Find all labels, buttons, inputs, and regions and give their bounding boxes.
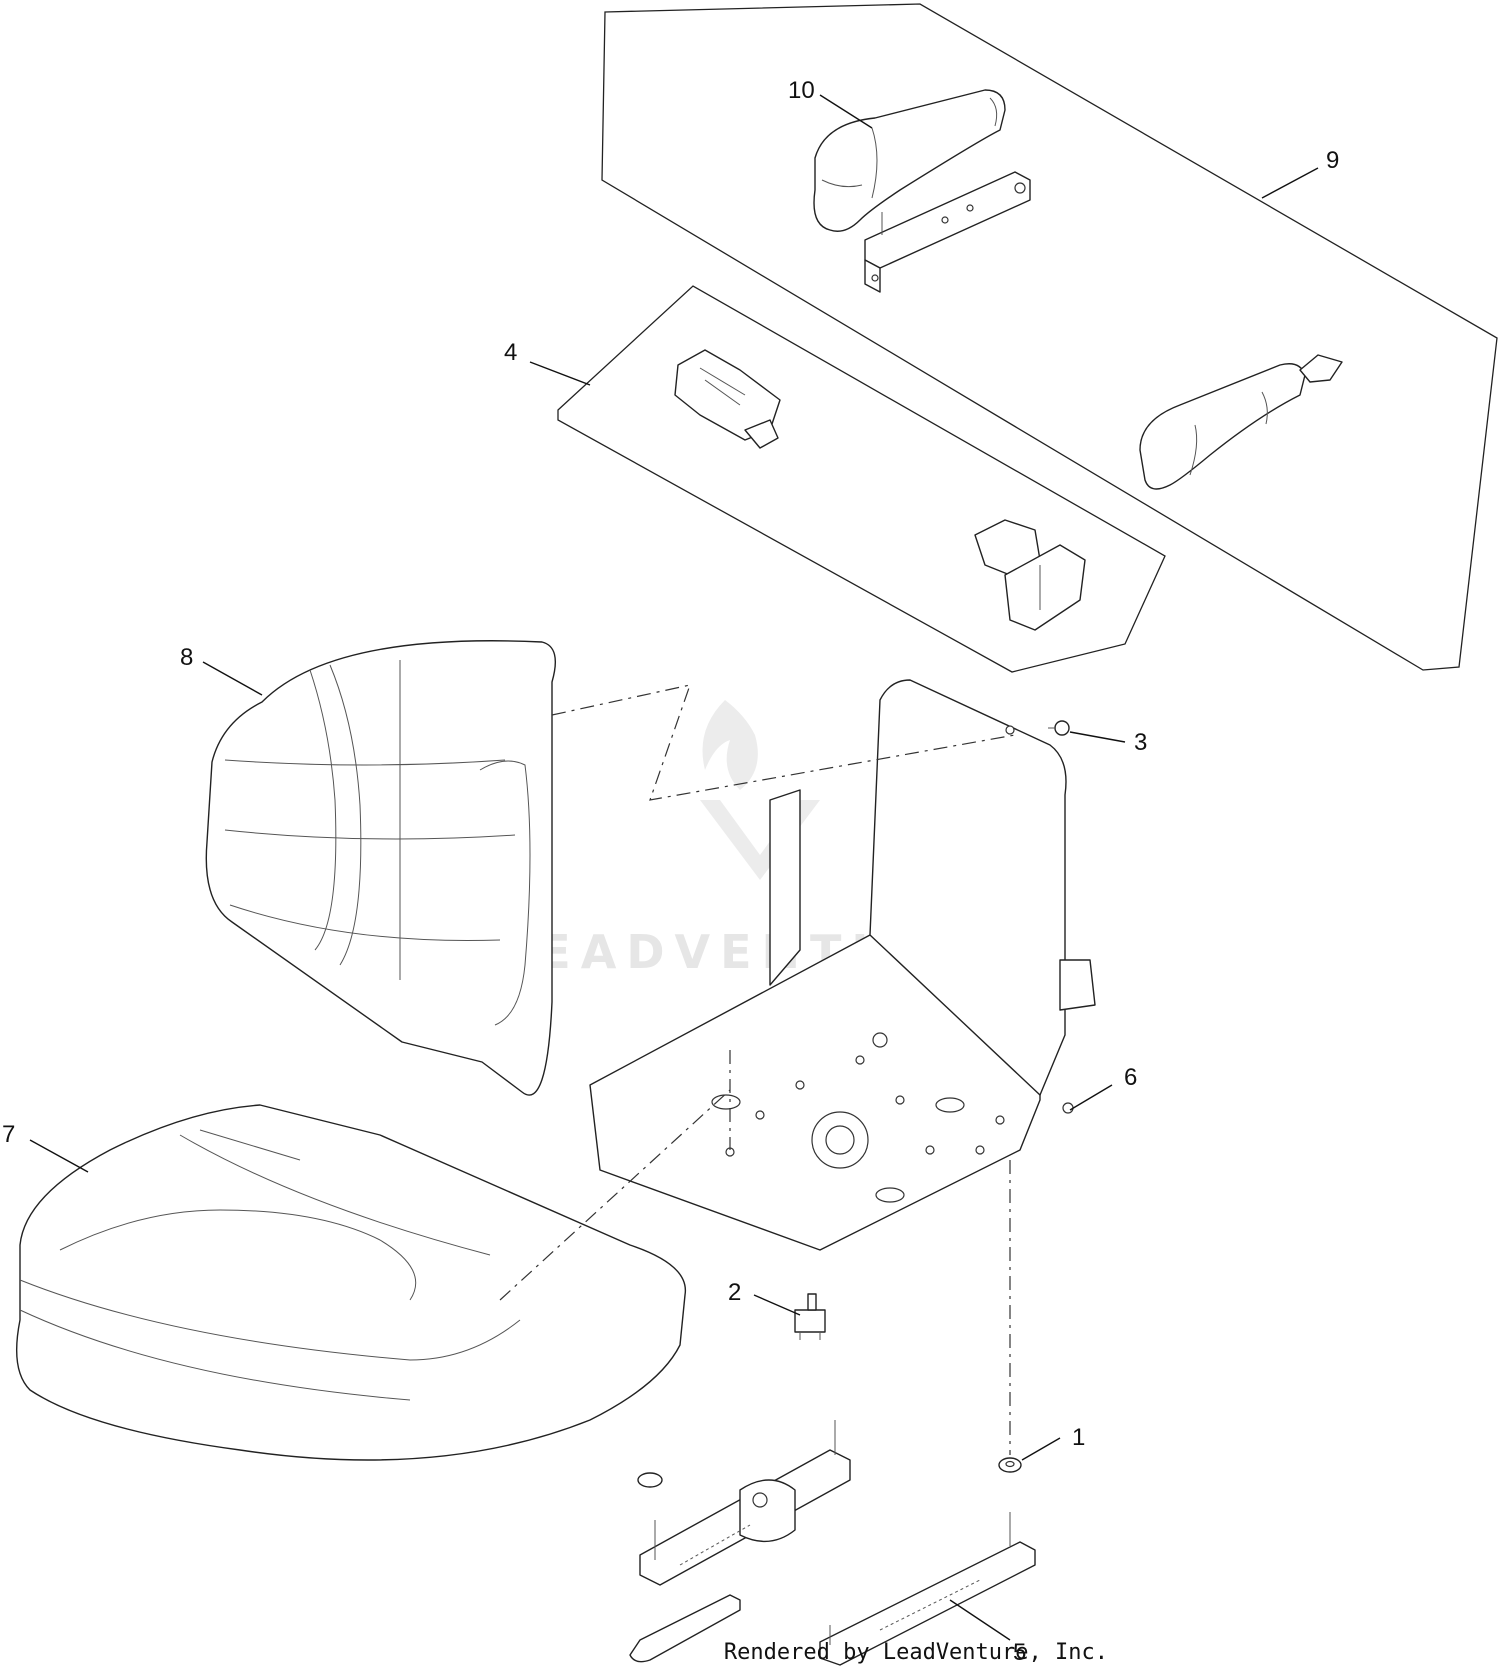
leader-4 (529, 361, 591, 386)
armrest-kit-boundary (601, 3, 1498, 671)
assembly-line-cushion (499, 1089, 731, 1301)
seat-cushion (15, 1104, 687, 1461)
leader-10 (819, 94, 873, 129)
callout-5: 5 (1013, 1639, 1026, 1666)
leader-3 (1069, 731, 1126, 743)
callout-1: 1 (1072, 1424, 1085, 1451)
assembly-line-back (551, 684, 1016, 801)
leader-8 (202, 661, 263, 696)
footer-credit: Rendered by LeadVenture, Inc. (723, 1640, 1108, 1665)
callout-2: 2 (728, 1279, 741, 1306)
callout-10: 10 (788, 77, 815, 104)
callout-8: 8 (180, 644, 193, 671)
seat-belt-buckle (974, 519, 1086, 631)
seat-back-cushion (205, 640, 556, 1096)
callout-7: 7 (2, 1121, 15, 1148)
callout-6: 6 (1124, 1064, 1137, 1091)
armrest-pad-upper (813, 89, 1006, 232)
seat-switch (794, 1293, 826, 1340)
leader-5 (949, 1599, 1011, 1641)
callout-9: 9 (1326, 147, 1339, 174)
seat-belt-kit-boundary (557, 285, 1166, 673)
washer (998, 1457, 1022, 1473)
seat-belt-latch (674, 349, 781, 449)
armrest-bracket (864, 171, 1031, 293)
leader-9 (1261, 167, 1319, 199)
seat-slide-with-lever (629, 1420, 851, 1663)
leader-7 (29, 1139, 89, 1173)
callout-3: 3 (1134, 729, 1147, 756)
leader-2 (753, 1294, 801, 1316)
seat-slide (819, 1512, 1036, 1666)
leader-6 (1069, 1084, 1113, 1111)
leader-1 (1021, 1437, 1061, 1461)
seat-pan (589, 679, 1096, 1251)
callout-4: 4 (504, 339, 517, 366)
shoulder-bolt (1048, 720, 1070, 736)
armrest-pad-lower (1139, 354, 1343, 490)
